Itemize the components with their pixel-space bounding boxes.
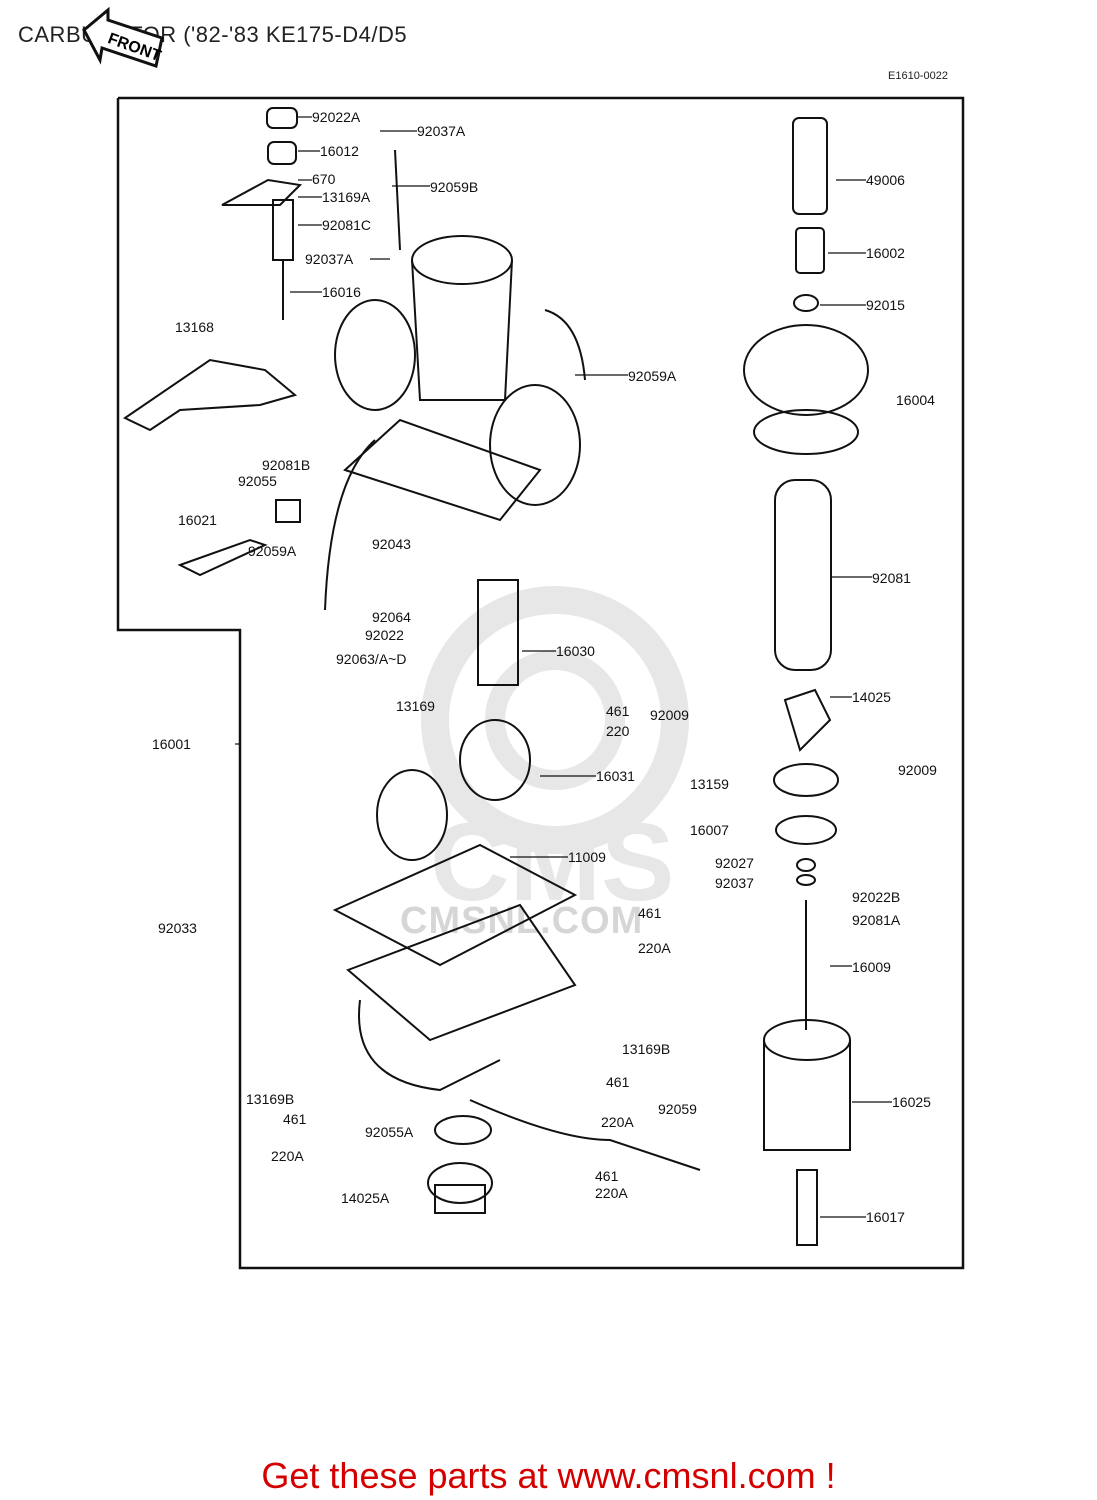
part-label: 92043 bbox=[372, 536, 411, 552]
float-bowl bbox=[332, 579, 701, 1214]
throttle-parts bbox=[123, 107, 401, 611]
part-label: 461 bbox=[595, 1168, 619, 1184]
part-label: 92063/A~D bbox=[336, 651, 406, 667]
part-label: 16030 bbox=[556, 643, 595, 659]
part-label: 92037A bbox=[417, 123, 466, 139]
part-label: 92009 bbox=[898, 762, 937, 778]
part-label: 92059 bbox=[658, 1101, 697, 1117]
leader-lines bbox=[235, 116, 892, 1218]
part-label: 92037 bbox=[715, 875, 754, 891]
part-label: 13169A bbox=[322, 189, 371, 205]
part-label: 92015 bbox=[866, 297, 905, 313]
part-labels: 92022A 92037A 16012 670 13169A 92059B 92… bbox=[152, 109, 937, 1225]
part-label: 11009 bbox=[568, 849, 606, 865]
part-label: 13169 bbox=[396, 698, 435, 714]
part-label: 220A bbox=[638, 940, 671, 956]
part-label: 220A bbox=[601, 1114, 634, 1130]
part-label: 92081C bbox=[322, 217, 371, 233]
part-label: 16021 bbox=[178, 512, 217, 528]
page-title: CARBURETOR ('82-'83 KE175-D4/D5 bbox=[18, 22, 408, 47]
part-label: 92059A bbox=[248, 543, 297, 559]
part-label: 16002 bbox=[866, 245, 905, 261]
diagram-code: E1610-0022 bbox=[888, 70, 948, 82]
part-label: 14025A bbox=[341, 1190, 390, 1206]
part-label: 92027 bbox=[715, 855, 754, 871]
part-label: 92022A bbox=[312, 109, 361, 125]
part-label: 92022 bbox=[365, 627, 404, 643]
part-label: 92059B bbox=[430, 179, 478, 195]
part-label: 92022B bbox=[852, 889, 900, 905]
part-label: 92059A bbox=[628, 368, 677, 384]
part-label: 16009 bbox=[852, 959, 891, 975]
part-label: 461 bbox=[606, 703, 630, 719]
part-label: 92081A bbox=[852, 912, 901, 928]
svg-text:CMS: CMS bbox=[430, 801, 674, 924]
part-label: 92055 bbox=[238, 473, 277, 489]
part-label: 92037A bbox=[305, 251, 354, 267]
part-label: 92064 bbox=[372, 609, 411, 625]
part-label: 16016 bbox=[322, 284, 361, 300]
part-label: 16025 bbox=[892, 1094, 931, 1110]
assembly-frame bbox=[116, 96, 965, 1270]
part-label: 13168 bbox=[175, 319, 214, 335]
part-label: 16031 bbox=[596, 768, 635, 784]
part-label: 16001 bbox=[152, 736, 191, 752]
part-label: 13169B bbox=[246, 1091, 294, 1107]
part-label: 13159 bbox=[690, 776, 729, 792]
part-label: 16017 bbox=[866, 1209, 905, 1225]
part-label: 16012 bbox=[320, 143, 359, 159]
part-label: 220A bbox=[271, 1148, 304, 1164]
part-label: 461 bbox=[638, 905, 662, 921]
carburetor-body bbox=[334, 235, 586, 522]
footer-link-text[interactable]: Get these parts at www.cmsnl.com ! bbox=[261, 1455, 836, 1496]
part-label: 92081 bbox=[872, 570, 911, 586]
part-label: 220 bbox=[606, 723, 630, 739]
part-label: 92033 bbox=[158, 920, 197, 936]
part-label: 14025 bbox=[852, 689, 891, 705]
part-label: 49006 bbox=[866, 172, 905, 188]
part-label: 13169B bbox=[622, 1041, 670, 1057]
front-arrow-icon: FRONT bbox=[82, 6, 164, 68]
part-label: 670 bbox=[312, 171, 336, 187]
part-label: 92055A bbox=[365, 1124, 414, 1140]
part-label: 461 bbox=[606, 1074, 630, 1090]
slide-assembly bbox=[743, 117, 869, 1246]
part-label: 16004 bbox=[896, 392, 935, 408]
part-label: 16007 bbox=[690, 822, 729, 838]
part-label: 220A bbox=[595, 1185, 628, 1201]
part-label: 461 bbox=[283, 1111, 307, 1127]
part-label: 92081B bbox=[262, 457, 310, 473]
part-label: 92009 bbox=[650, 707, 689, 723]
